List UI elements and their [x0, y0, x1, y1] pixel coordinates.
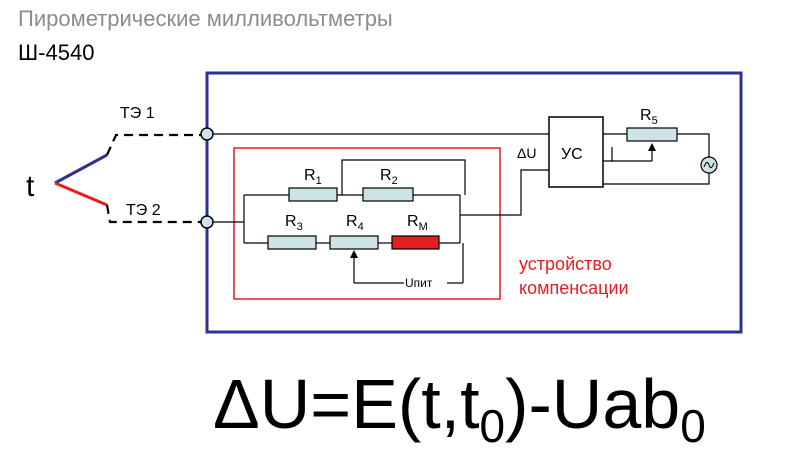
formula-prefix: ΔU=E(t,t	[213, 365, 480, 443]
r5-wire-right	[677, 133, 710, 157]
formula-middle: )-Uab	[505, 365, 681, 443]
formula: ΔU=E(t,t0)-Uab0	[213, 364, 706, 466]
r5-feedback-wire	[603, 147, 613, 162]
thermocouple-negative-wire	[54, 181, 108, 207]
page-subtitle: Ш-4540	[18, 40, 95, 65]
formula-sub-1: 0	[479, 400, 506, 452]
r3-label: R3	[285, 213, 303, 233]
amplifier-label: УС	[561, 146, 583, 163]
page-title: Пирометрические милливольтметры	[18, 6, 393, 31]
amplifier-block	[548, 116, 604, 188]
motor-wave-icon	[703, 161, 715, 169]
temperature-label: t	[26, 170, 35, 203]
circuit-diagram: t ТЭ 1 ТЭ 2 Uпит ΔU УС R5	[26, 71, 743, 334]
r2-label: R2	[380, 167, 398, 187]
resistor-rm	[391, 235, 440, 250]
thermocouple-2-label: ТЭ 2	[126, 202, 161, 219]
delta-u-label: ΔU	[517, 145, 536, 161]
compensation-frame	[233, 147, 501, 300]
device-frame	[205, 71, 743, 334]
bridge-output-wire	[460, 169, 549, 216]
motor-return-wire	[603, 173, 710, 185]
compensation-caption-line2: компенсации	[519, 278, 629, 298]
r4-slider-arrow-icon	[350, 250, 358, 258]
r1-label: R1	[304, 167, 322, 187]
resistor-r5	[626, 127, 678, 142]
r2-bypass-loop	[341, 159, 466, 195]
r5-label: R5	[640, 107, 658, 127]
terminal-2	[200, 215, 214, 229]
te1-lead	[105, 133, 204, 156]
resistor-r1	[288, 187, 338, 202]
resistor-r4	[329, 235, 379, 250]
compensation-caption-line1: устройство	[519, 254, 612, 274]
formula-sub-2: 0	[680, 400, 706, 452]
resistor-r3	[267, 235, 317, 250]
rm-label: RM	[407, 213, 428, 233]
r5-slider-arrow-icon	[648, 143, 656, 151]
thermocouple-1-label: ТЭ 1	[120, 105, 155, 122]
resistor-r2	[362, 187, 414, 202]
thermocouple-positive-wire	[54, 153, 108, 185]
te2-lead	[105, 204, 204, 224]
supply-voltage-label: Uпит	[405, 276, 433, 290]
r4-label: R4	[346, 213, 364, 233]
terminal-1	[200, 127, 214, 141]
